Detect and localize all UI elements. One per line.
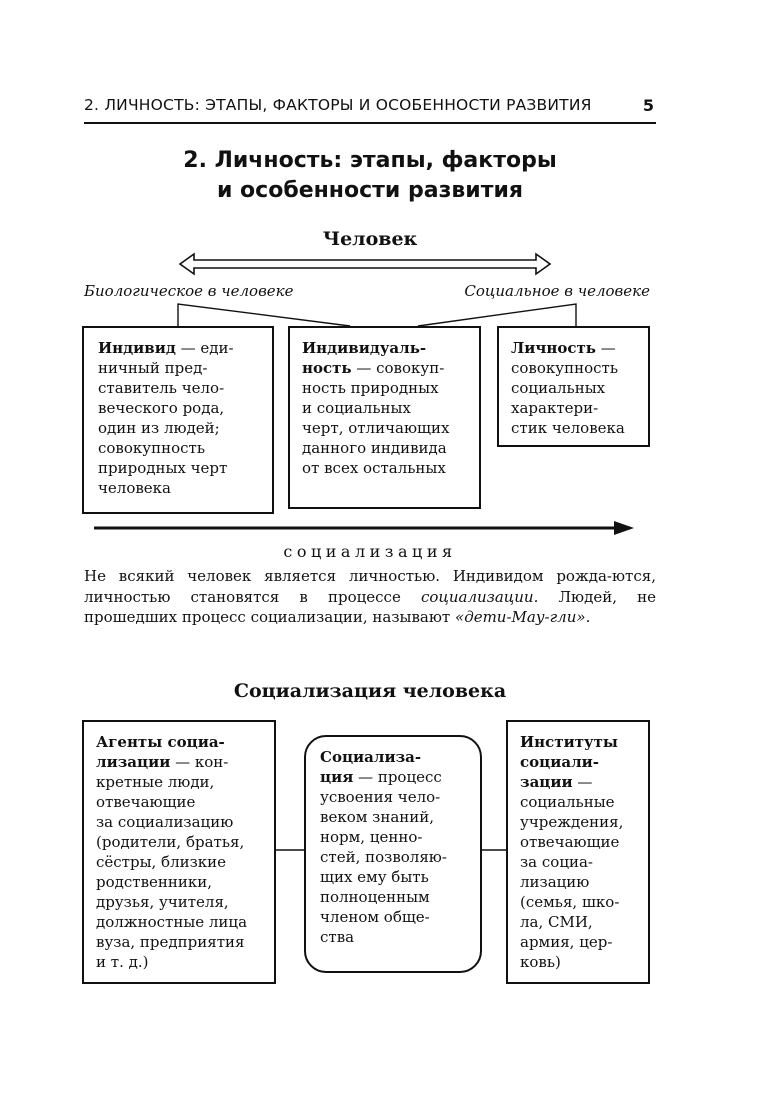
definition-line: усвоения чело- [320,788,441,806]
institutes-term-1: Институты [520,733,618,751]
running-header: 2. ЛИЧНОСТЬ: ЭТАПЫ, ФАКТОРЫ И ОСОБЕННОСТ… [84,96,656,124]
paragraph-text: . [585,608,591,626]
individ-line: природных черт [98,459,228,477]
social-label: Социальное в человеке [464,282,650,300]
institutes-term-3: зации [520,773,573,791]
agents-line: должностные лица [96,913,248,931]
individuality-line: черт, отличающих [302,419,450,437]
personality-line: стик человека [511,419,625,437]
institutes-line: ла, СМИ, [520,913,593,931]
institutes-line: (семья, шко- [520,893,620,911]
institutes-line: социальные [520,793,615,811]
agents-term-1: Агенты социа- [96,733,225,751]
definition-line: стей, позволяю- [320,848,447,866]
individuality-line: данного индивида [302,439,447,457]
agents-line: кретные люди, [96,773,215,791]
chapter-title-line-2: и особенности развития [216,178,523,203]
individuality-box: Индивидуаль- ность — совокуп- ность прир… [288,326,481,509]
institutes-line: учреждения, [520,813,624,831]
definition-line: полноценным [320,888,430,906]
definition-line: щих ему быть [320,868,429,886]
paragraph-text: Не всякий человек является личностью. Ин… [84,567,656,606]
institutes-line: лизацию [520,873,590,891]
definition-line: ства [320,928,355,946]
institutes-term-2: социали- [520,753,599,771]
socialization-axis-label: социализация [283,542,457,561]
individ-line: человека [98,479,171,497]
section-title-socialization: Социализация человека [233,680,507,702]
individ-line: один из людей; [98,419,220,437]
institutes-line: отвечающие [520,833,620,851]
personality-term: Личность [511,339,596,357]
individ-line: — еди- [175,339,234,357]
socialization-definition-box: Социализа- ция — процесс усвоения чело- … [304,735,482,973]
agents-line: — кон- [170,753,229,771]
individuality-line: — совокуп- [351,359,445,377]
institutes-line: армия, цер- [520,933,613,951]
paragraph-emphasis: социализации. [420,587,539,606]
agents-line: сёстры, близкие [96,853,227,871]
running-title: 2. ЛИЧНОСТЬ: ЭТАПЫ, ФАКТОРЫ И ОСОБЕННОСТ… [84,96,592,114]
left-bracket [177,303,351,327]
personality-line: социальных [511,379,606,397]
personality-line: совокупность [511,359,618,377]
biological-label: Биологическое в человеке [84,282,294,300]
individ-line: ничный пред- [98,359,208,377]
double-arrow [178,252,552,276]
individuality-line: от всех остальных [302,459,446,477]
definition-line: норм, ценно- [320,828,423,846]
socialization-arrow-head [614,521,634,535]
individuality-line: и социальных [302,399,411,417]
institutes-line: — [572,773,593,791]
definition-term-1: Социализа- [320,748,422,766]
definition-term-2: ция [320,768,354,786]
definition-line: веком знаний, [320,808,435,826]
agents-line: отвечающие [96,793,196,811]
paragraph-text: Людей, не прошедших процесс социализации… [84,587,656,627]
chapter-title-line-1: 2. Личность: этапы, факторы [183,148,557,173]
definition-line: — процесс [353,768,442,786]
individ-term: Индивид [98,339,176,357]
institutes-line: ковь) [520,953,561,971]
individ-line: совокупность [98,439,205,457]
agents-line: друзья, учителя, [96,893,229,911]
individ-line: веческого рода, [98,399,225,417]
chapter-title: 2. Личность: этапы, факторы и особенност… [84,146,656,206]
personality-line: характери- [511,399,599,417]
institutes-box: Институты социали- зации — социальные уч… [506,720,650,984]
body-paragraph: Не всякий человек является личностью. Ин… [84,566,656,628]
paragraph-emphasis: «дети-Мау-гли» [455,608,586,626]
agents-line: и т. д.) [96,953,149,971]
individuality-line: ность природных [302,379,439,397]
individ-box: Индивид — еди- ничный пред- ставитель че… [82,326,274,514]
diagram-title-human: Человек [322,228,418,250]
agents-line: (родители, братья, [96,833,245,851]
personality-line: — [595,339,616,357]
right-bracket [417,303,577,327]
personality-box: Личность — совокупность социальных харак… [497,326,650,447]
agents-line: родственники, [96,873,213,891]
agents-box: Агенты социа- лизации — кон- кретные люд… [82,720,276,984]
institutes-line: за социа- [520,853,593,871]
definition-line: членом обще- [320,908,430,926]
agents-line: за социализацию [96,813,234,831]
agents-term-2: лизации [96,753,171,771]
individuality-term-2: ность [302,359,352,377]
individ-line: ставитель чело- [98,379,225,397]
agents-line: вуза, предприятия [96,933,245,951]
individuality-term-1: Индивидуаль- [302,339,427,357]
page-number: 5 [642,96,654,115]
